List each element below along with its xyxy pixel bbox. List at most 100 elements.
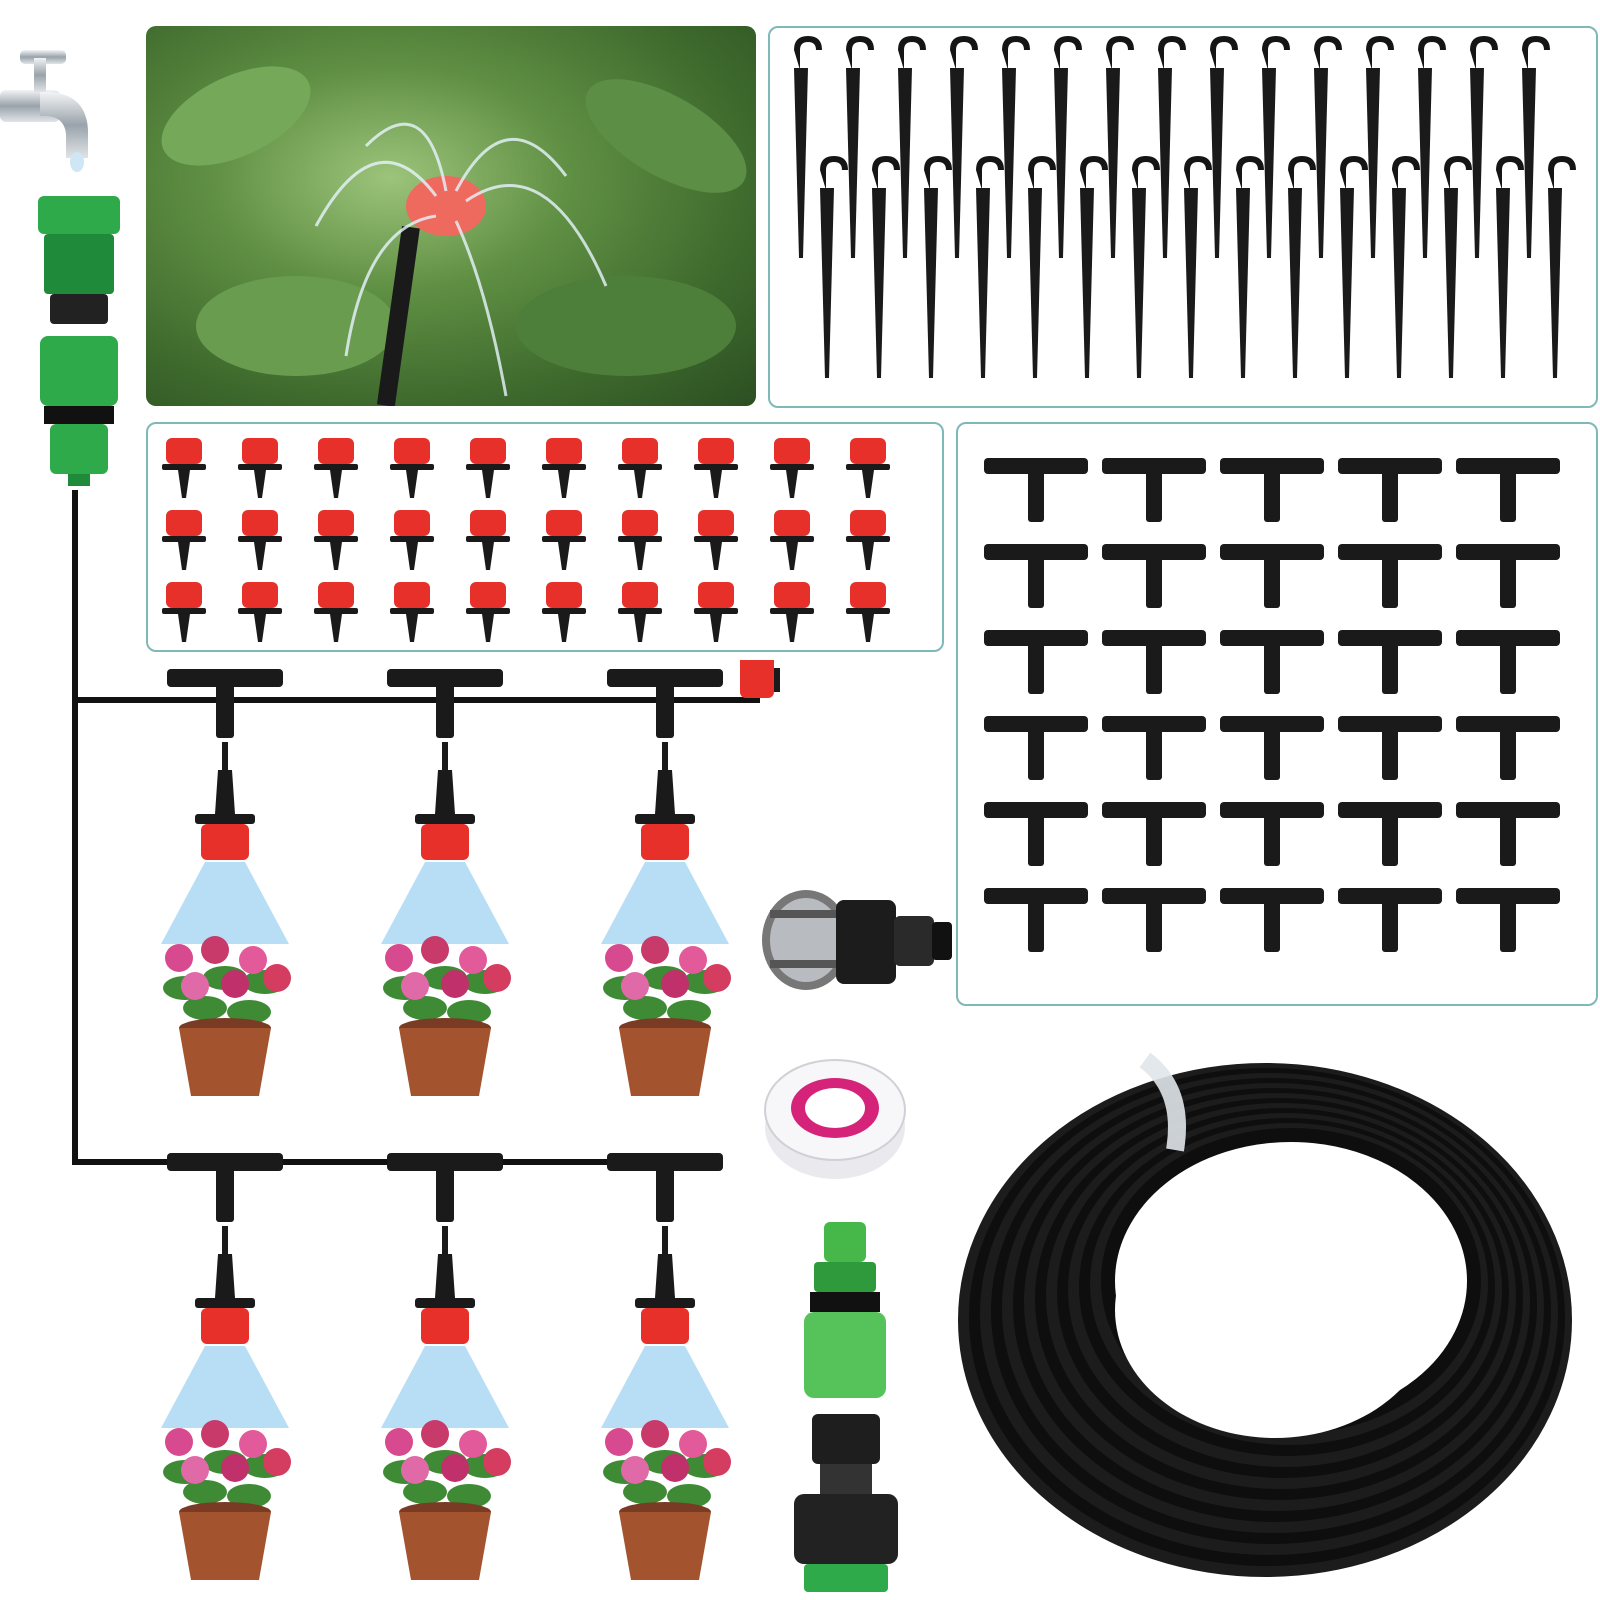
dripper-icon xyxy=(238,510,282,570)
tee-connector-icon xyxy=(1102,802,1206,866)
dripper-icon xyxy=(314,438,358,498)
tee-connector-icon xyxy=(1338,802,1442,866)
stake-icon xyxy=(1418,36,1446,258)
tee-connector-icon xyxy=(1456,544,1560,608)
dripper-icon xyxy=(390,582,434,642)
tee-connector-icon xyxy=(607,669,723,738)
tee-connector-icon xyxy=(1220,716,1324,780)
dripper-icon xyxy=(415,1226,475,1344)
dripper-icon xyxy=(238,582,282,642)
dripper-icon xyxy=(618,510,662,570)
mist-spray xyxy=(381,1346,509,1428)
tee-connector-icon xyxy=(1338,458,1442,522)
stake-icon xyxy=(1080,156,1108,378)
dripper-icon xyxy=(542,510,586,570)
stake-icon xyxy=(1132,156,1160,378)
stake-icon xyxy=(1366,36,1394,258)
tee-connector-icon xyxy=(1220,888,1324,952)
tee-connector-icon xyxy=(1456,802,1560,866)
dripper-in-use-photo xyxy=(146,26,756,406)
faucet-icon xyxy=(0,50,88,172)
stake-icon xyxy=(1184,156,1212,378)
tee-connector-icon xyxy=(1338,716,1442,780)
dripper-icon xyxy=(466,510,510,570)
tee-connector-icon xyxy=(1338,544,1442,608)
dripper-icon xyxy=(238,438,282,498)
dripper-icon xyxy=(314,582,358,642)
tee-connector-icon xyxy=(1220,544,1324,608)
tee-connectors-panel xyxy=(956,422,1598,1006)
tee-connector-icon xyxy=(167,1153,283,1222)
stake-icon xyxy=(898,36,926,258)
stake-icon xyxy=(976,156,1004,378)
dripper-icon xyxy=(390,510,434,570)
dripper-icon xyxy=(542,438,586,498)
tap-adapter-icon xyxy=(794,1414,898,1592)
dripper-icon xyxy=(162,438,206,498)
stake-icon xyxy=(794,36,822,258)
dripper-icon xyxy=(846,438,890,498)
stake-icon xyxy=(1522,36,1550,258)
stake-icon xyxy=(1210,36,1238,258)
teflon-tape-icon xyxy=(764,1059,906,1179)
stake-icon xyxy=(846,36,874,258)
tubing-coil-icon xyxy=(958,1052,1572,1577)
mist-spray xyxy=(381,862,509,944)
hose-clamp-connector-icon xyxy=(762,890,952,990)
dripper-icon xyxy=(162,582,206,642)
tee-connector-icon xyxy=(387,669,503,738)
dripper-icon xyxy=(466,582,510,642)
tee-connector-icon xyxy=(1102,716,1206,780)
stake-icon xyxy=(1314,36,1342,258)
end-dripper-icon xyxy=(740,660,780,698)
tee-connector-icon xyxy=(1102,630,1206,694)
stake-icon xyxy=(1054,36,1082,258)
flower-pot-icon xyxy=(603,936,731,1096)
dripper-icon xyxy=(635,742,695,860)
dripper-icon xyxy=(195,742,255,860)
stake-icon xyxy=(1470,36,1498,258)
dripper-icon xyxy=(162,510,206,570)
hose-connector-icon xyxy=(38,196,120,486)
tee-connector-icon xyxy=(1456,630,1560,694)
flower-pot-icon xyxy=(603,1420,731,1580)
mist-spray xyxy=(161,862,289,944)
tee-connector-icon xyxy=(984,888,1088,952)
stake-icon xyxy=(1444,156,1472,378)
tee-connector-icon xyxy=(1456,458,1560,522)
stake-icon xyxy=(872,156,900,378)
tee-connector-icon xyxy=(607,1153,723,1222)
dripper-icon xyxy=(415,742,475,860)
flower-pot-icon xyxy=(383,936,511,1096)
tee-connector-icon xyxy=(387,1153,503,1222)
mist-spray xyxy=(161,1346,289,1428)
tee-connector-icon xyxy=(984,458,1088,522)
tee-connector-icon xyxy=(1220,458,1324,522)
dripper-icon xyxy=(770,582,814,642)
tee-connector-icon xyxy=(1338,630,1442,694)
tee-connector-icon xyxy=(1338,888,1442,952)
stakes-panel xyxy=(768,26,1598,408)
tee-connector-icon xyxy=(1456,716,1560,780)
quick-connector-icon xyxy=(804,1222,886,1398)
tee-connector-icon xyxy=(1220,802,1324,866)
stake-icon xyxy=(1548,156,1576,378)
dripper-icon xyxy=(466,438,510,498)
stake-icon xyxy=(1288,156,1316,378)
tee-connector-icon xyxy=(984,802,1088,866)
stake-icon xyxy=(1002,36,1030,258)
flower-pot-icon xyxy=(163,936,291,1096)
stake-icon xyxy=(1340,156,1368,378)
dripper-icon xyxy=(390,438,434,498)
dripper-icon xyxy=(694,582,738,642)
stake-icon xyxy=(1236,156,1264,378)
flower-pot-icon xyxy=(383,1420,511,1580)
mist-spray xyxy=(601,1346,729,1428)
flower-pot-icon xyxy=(163,1420,291,1580)
dripper-icon xyxy=(314,510,358,570)
tee-connector-icon xyxy=(167,669,283,738)
stake-icon xyxy=(1392,156,1420,378)
tee-connector-icon xyxy=(1102,888,1206,952)
stake-icon xyxy=(1496,156,1524,378)
stake-icon xyxy=(1262,36,1290,258)
